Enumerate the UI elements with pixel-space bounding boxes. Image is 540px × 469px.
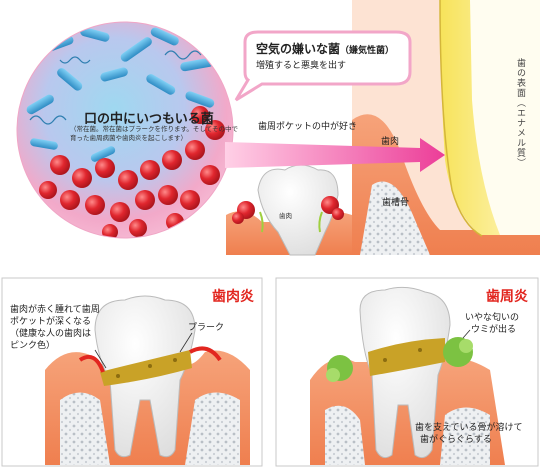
periodontitis-illustration (310, 286, 505, 465)
bone-label-2: 歯がぐらぐらする (420, 435, 492, 445)
callout-sub: 増殖すると悪臭を出す (256, 61, 347, 71)
bubble-title: 口の中にいつもいる菌 (84, 112, 214, 127)
gum-label: 歯肉 (381, 137, 400, 147)
bubble-note-1: （常在菌。常在菌はプラークを作ります。そしてその中で (70, 125, 238, 133)
callout-title-sub: （嫌気性菌） (340, 46, 395, 56)
gingivitis-title: 歯肉炎 (212, 289, 254, 305)
pus-label-1: いやな匂いの (465, 313, 520, 323)
anaerobe-callout (234, 30, 412, 102)
gingivitis-desc-3: （健康な人の歯肉は (10, 329, 92, 339)
alveolar-bone-label: 歯槽骨 (382, 198, 410, 208)
callout-title-main: 空気の嫌いな菌 (256, 42, 341, 56)
periodontitis-title: 歯周炎 (486, 289, 528, 305)
bubble-note-2: 育った歯周病菌や歯肉炎を起こします） (70, 134, 187, 142)
gingivitis-desc-1: 歯肉が赤く腫れて歯周 (10, 305, 100, 315)
arrow-label: 歯周ポケットの中が好き (258, 122, 358, 132)
gingivitis-desc-4: ピンク色） (10, 341, 56, 351)
plaque-label: プラーク (188, 323, 225, 333)
tooth-surface-label: 歯の表面（エナメル質） (515, 58, 525, 168)
pus-label-2: ウミが出る (471, 325, 517, 335)
bone-label-1: 歯を支えている骨が溶けて (415, 423, 523, 433)
small-gum-label: 歯肉 (279, 212, 292, 220)
gingivitis-desc-2: ポケットが深くなる (10, 317, 92, 327)
small-tooth (226, 164, 352, 256)
callout-title: 空気の嫌いな菌（嫌気性菌） (256, 40, 394, 57)
pocket-arrow (225, 138, 445, 172)
gingivitis-illustration (45, 295, 250, 465)
